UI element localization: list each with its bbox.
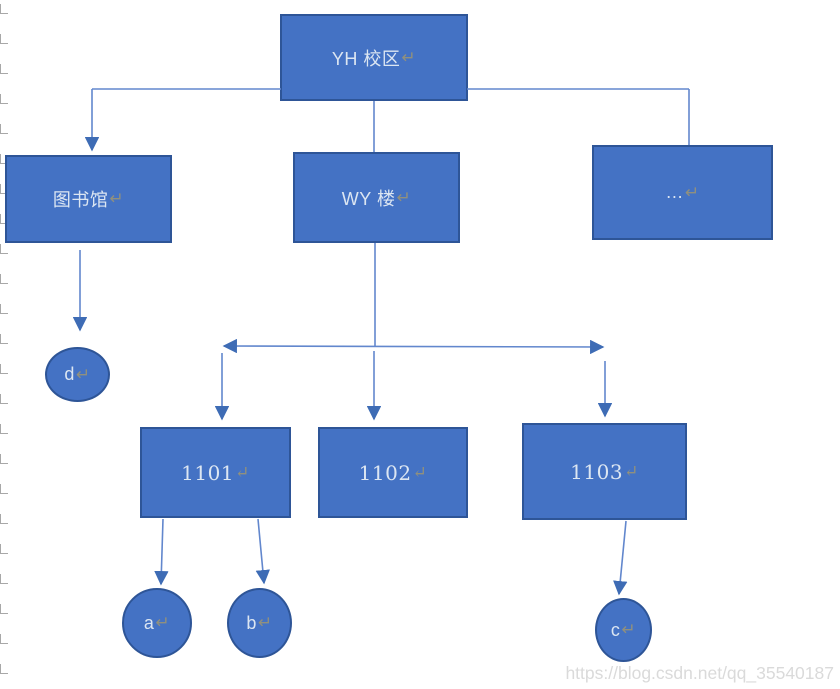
ruler-tick-mark: [0, 364, 8, 374]
node-ellipsis[interactable]: …↵: [592, 145, 773, 240]
node-d[interactable]: d↵: [45, 347, 110, 402]
node-room-1102-label: 1102: [358, 460, 412, 485]
node-room-1103-label: 1103: [570, 459, 624, 484]
paragraph-return-mark: ↵: [257, 613, 273, 632]
connector-branch-horizontal-double-arrow: [222, 338, 605, 355]
node-c[interactable]: c↵: [595, 598, 652, 662]
node-a[interactable]: a↵: [122, 588, 192, 658]
paragraph-return-mark: ↵: [621, 620, 637, 639]
node-d-label: d: [64, 364, 75, 384]
node-library-label: 图书馆: [52, 190, 109, 210]
paragraph-return-mark: ↵: [155, 613, 171, 632]
node-yh-campus-label: YH 校区: [331, 48, 401, 69]
ruler-tick-mark: [0, 304, 8, 314]
paragraph-return-mark: ↵: [624, 461, 639, 482]
ruler-tick-mark: [0, 244, 8, 254]
csdn-watermark: https://blog.csdn.net/qq_35540187: [565, 663, 834, 683]
ruler-tick-mark: [0, 454, 8, 464]
paragraph-return-mark: ↵: [401, 47, 417, 67]
ruler-tick-mark: [0, 334, 8, 344]
ruler-tick-mark: [0, 574, 8, 584]
ruler-tick-mark: [0, 154, 8, 164]
ruler-tick-mark: [0, 34, 8, 44]
paragraph-return-mark: ↵: [412, 462, 428, 483]
ruler-tick-mark: [0, 544, 8, 554]
ruler-tick-mark: [0, 514, 8, 524]
node-b[interactable]: b↵: [227, 588, 292, 658]
node-wy-building-label: WY 楼: [341, 188, 396, 209]
node-room-1101[interactable]: 1101↵: [140, 427, 291, 518]
node-room-1102[interactable]: 1102↵: [318, 427, 468, 518]
paragraph-return-mark: ↵: [684, 182, 700, 202]
node-room-1101-label: 1101: [181, 460, 235, 485]
ruler-tick-mark: [0, 634, 8, 644]
node-yh-campus[interactable]: YH 校区↵: [280, 14, 468, 101]
ruler-tick-mark: [0, 394, 8, 404]
ruler-tick-mark: [0, 664, 8, 674]
ruler-tick-mark: [0, 214, 8, 224]
ruler-tick-mark: [0, 94, 8, 104]
paragraph-return-mark: ↵: [235, 462, 250, 483]
node-room-1103[interactable]: 1103↵: [522, 423, 687, 520]
node-b-label: b: [246, 612, 257, 633]
node-library[interactable]: 图书馆↵: [5, 155, 172, 243]
node-ellipsis-label: …: [665, 182, 684, 202]
ruler-tick-mark: [0, 604, 8, 614]
paragraph-return-mark: ↵: [75, 364, 91, 384]
ruler-tick-mark: [0, 484, 8, 494]
node-c-label: c: [610, 619, 621, 640]
ruler-tick-mark: [0, 124, 8, 134]
connector-1103-to-c-arrow: [613, 520, 628, 596]
paragraph-return-mark: ↵: [396, 187, 412, 207]
paragraph-return-mark: ↵: [109, 189, 125, 208]
ruler-tick-mark: [0, 274, 8, 284]
ruler-tick-mark: [0, 424, 8, 434]
node-a-label: a: [143, 612, 155, 633]
ruler-tick-mark: [0, 4, 8, 14]
node-wy-building[interactable]: WY 楼↵: [293, 152, 460, 243]
connector-1101-to-b-arrow: [255, 518, 270, 585]
ruler-tick-mark: [0, 64, 8, 74]
ruler-tick-mark: [0, 184, 8, 194]
connector-1101-to-a-arrow: [154, 518, 169, 586]
